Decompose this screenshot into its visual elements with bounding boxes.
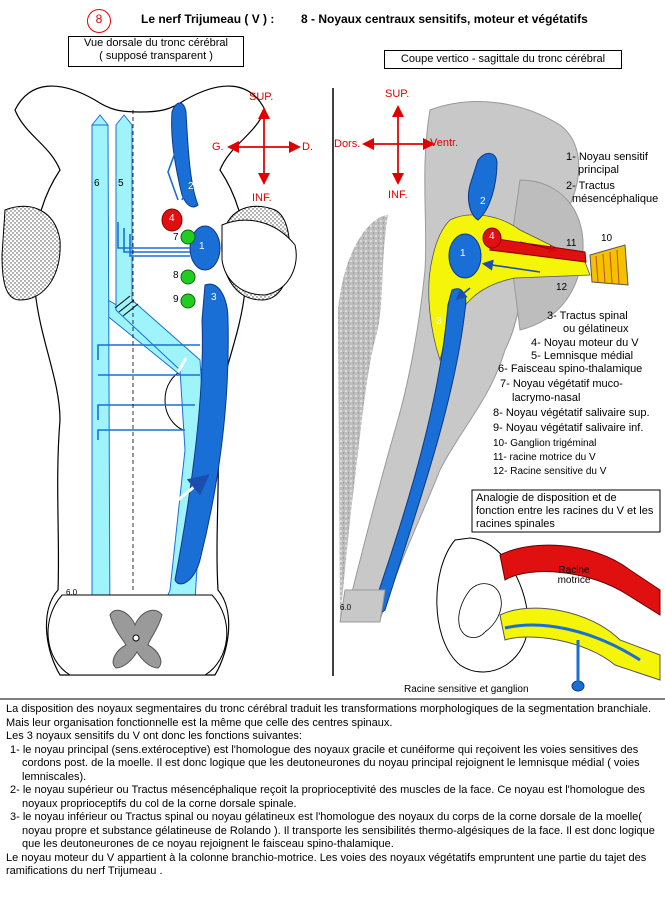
legend-4: 4- Noyau moteur du V [531, 337, 639, 349]
legend-7a: 7- Noyau végétatif muco- [500, 378, 623, 390]
analogy-title: Analogie de disposition et de fonction e… [476, 492, 654, 530]
text-paragraph-3: 1- le noyau principal (sens.extéroceptiv… [10, 743, 640, 783]
analogy-motor-label: Racine motrice [557, 565, 591, 586]
text-paragraph-5: 3- le noyau inférieur ou Tractus spinal … [10, 811, 655, 850]
legend-8: 8- Noyau végétatif salivaire sup. [493, 407, 650, 419]
left-label-6: 6 [94, 178, 100, 189]
legend-2b: mésencéphalique [572, 193, 659, 205]
dorsal-view [1, 85, 301, 676]
ganglion-stripes [595, 249, 620, 285]
left-label-9: 9 [173, 294, 179, 305]
text-paragraph-1: La disposition des noyaux segmentaires d… [6, 703, 652, 729]
nucleus-1 [189, 225, 221, 271]
nucleus-2 [171, 102, 199, 208]
left-label-5: 5 [118, 178, 124, 189]
right-label-12: 12 [556, 282, 568, 293]
left-up-label: SUP. [249, 91, 274, 103]
right-cord-label: 6.0 [340, 603, 352, 612]
legend-9: 9- Noyau végétatif salivaire inf. [493, 422, 644, 434]
legend-1b: principal [578, 164, 619, 176]
left-label-2: 2 [188, 181, 194, 192]
central-canal [132, 634, 140, 642]
nucleus-7 [180, 229, 196, 245]
right-label-10: 10 [601, 233, 613, 244]
sag-nucleus-3 [373, 288, 467, 613]
sagittal-section [338, 101, 661, 692]
right-panel-title: Coupe vertico - sagittale du tronc céréb… [400, 53, 606, 65]
left-label-7: 7 [173, 232, 179, 243]
tract-arrow-2 [176, 357, 188, 373]
explanatory-text: La disposition des noyaux segmentaires d… [6, 703, 658, 879]
orientation-cross-left [227, 107, 301, 185]
cerebellum-speckle [338, 215, 388, 620]
right-label-4: 4 [489, 231, 495, 242]
right-right-label: Ventr. [430, 137, 459, 149]
right-label-11: 11 [566, 238, 577, 249]
legend-3a: 3- Tractus spinal [547, 310, 628, 322]
tract-arrow [177, 474, 210, 502]
text-paragraph-6: Le noyau moteur du V appartient à la col… [6, 851, 647, 878]
text-paragraph-4: 2- le noyau supérieur ou Tractus mésencé… [10, 784, 645, 810]
legend-5: 5- Lemnisque médial [531, 350, 634, 362]
page-subtitle: 8 - Noyaux centraux sensitifs, moteur et… [301, 12, 588, 26]
left-left-label: G. [212, 141, 224, 153]
legend-7b: lacrymo-nasal [512, 392, 581, 404]
left-label-8: 8 [173, 270, 179, 281]
left-panel-subtitle: ( supposé transparent ) [99, 50, 213, 62]
sag-nucleus-2 [467, 153, 498, 221]
right-label-1: 1 [460, 248, 466, 259]
right-panel-title-box: Coupe vertico - sagittale du tronc céréb… [384, 50, 622, 69]
legend-10: 10- Ganglion trigéminal [493, 438, 597, 449]
legend-12: 12- Racine sensitive du V [493, 466, 607, 477]
left-down-label: INF. [252, 192, 272, 204]
right-up-label: SUP. [385, 88, 410, 100]
left-panel-title-box: Vue dorsale du tronc cérébral ( supposé … [68, 36, 244, 67]
page-number: 8 [95, 12, 103, 26]
nucleus-9 [180, 293, 196, 309]
left-panel-title: Vue dorsale du tronc cérébral [84, 37, 228, 49]
legend-11: 11- racine motrice du V [493, 452, 596, 463]
right-left-label: Dors. [334, 138, 361, 150]
right-down-label: INF. [388, 189, 408, 201]
right-label-2: 2 [480, 196, 486, 207]
orientation-cross-right [362, 105, 435, 185]
left-label-1: 1 [199, 241, 205, 252]
nucleus-8 [180, 269, 196, 285]
analogy-sensory-label: Racine sensitive et ganglion [404, 684, 529, 695]
left-label-4: 4 [169, 213, 175, 224]
legend-6: 6- Faisceau spino-thalamique [498, 363, 643, 375]
tract-6-stem [91, 124, 111, 641]
ganglion-10 [589, 244, 629, 286]
left-peduncle [1, 205, 61, 301]
left-cord-label: 6.0 [66, 588, 78, 597]
analogy-box [471, 489, 661, 533]
legend-1a: 1- Noyau sensitif [566, 151, 648, 163]
legend-3b: ou gélatineux [563, 323, 629, 335]
sag-nucleus-4 [482, 227, 502, 249]
nucleus-4 [161, 208, 183, 232]
trigeminal-figure [0, 85, 665, 700]
page-number-badge [87, 9, 111, 33]
nucleus-3 [174, 283, 229, 585]
projection-lines [97, 149, 200, 440]
analogy-motor-root [499, 544, 661, 616]
sag-nucleus-1 [448, 233, 482, 279]
right-label-3: 3 [436, 316, 442, 327]
left-label-3: 3 [211, 292, 217, 303]
left-right-label: D. [302, 141, 313, 153]
decussation-hatch [114, 295, 139, 317]
text-paragraph-2: Les 3 noyaux sensitifs du V ont donc les… [6, 730, 302, 742]
legend-2a: 2- Tractus [566, 180, 615, 192]
analogy-ganglion [571, 680, 585, 692]
right-lobe [221, 219, 297, 296]
page-title: Le nerf Trijumeau ( V ) : [141, 12, 275, 26]
